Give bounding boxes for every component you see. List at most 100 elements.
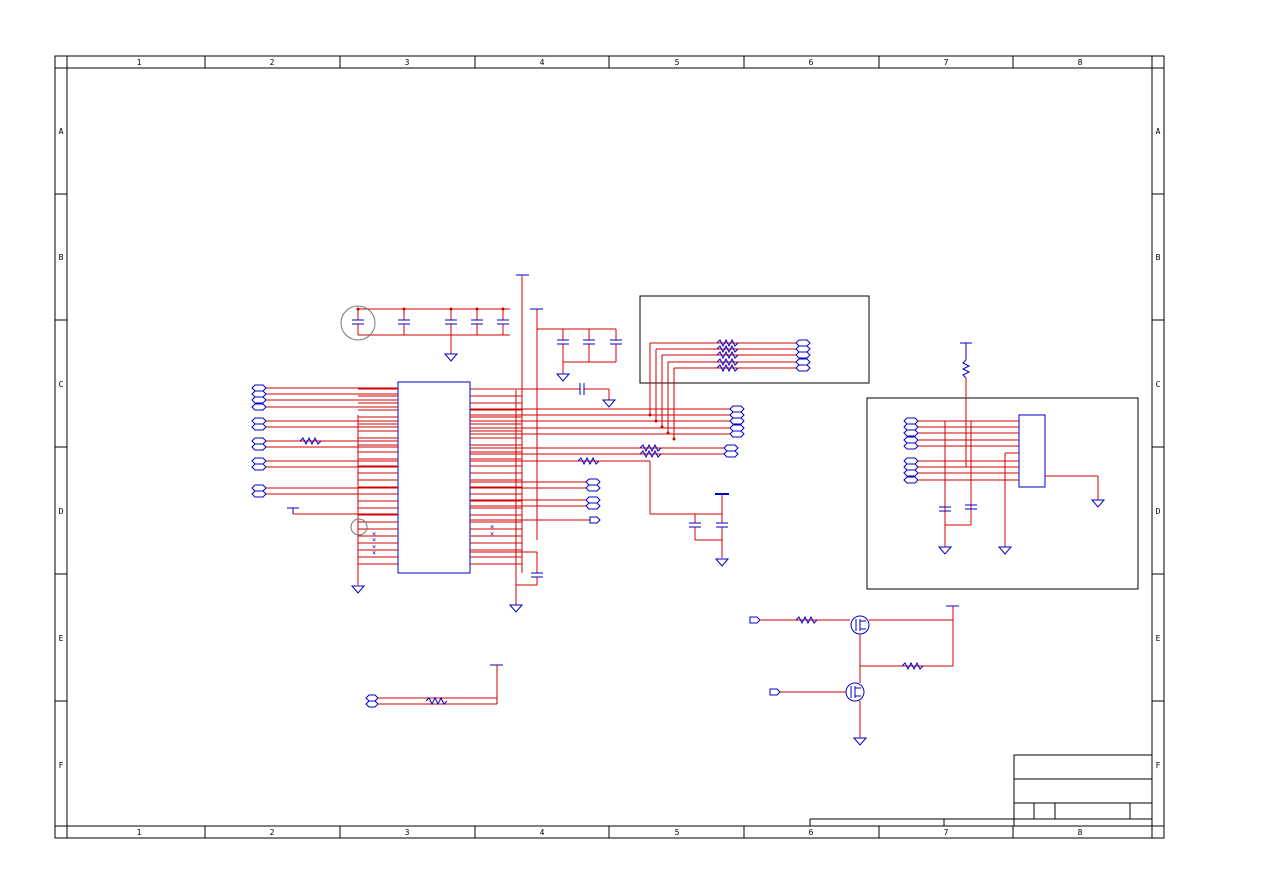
ground-symbol-top-caps — [443, 353, 459, 362]
right-short-port-3 — [585, 502, 601, 510]
right-port-connectors — [585, 405, 745, 524]
port-pullup-2 — [365, 700, 379, 708]
right-short-port-2 — [585, 496, 601, 504]
zone-col-6-bottom: 6 — [809, 828, 814, 837]
rarray-port-3 — [795, 358, 811, 366]
zone-col-8-top: 8 — [1078, 58, 1083, 67]
right-short-port-0 — [585, 478, 601, 486]
ground-symbol-sensor-right — [1090, 499, 1106, 508]
row-labels-left: A B C D E F — [59, 127, 64, 770]
right-bus-port-4 — [729, 430, 745, 438]
rarray-junction-0 — [648, 413, 652, 417]
zone-row-f-right: F — [1156, 761, 1161, 770]
sheet-frame — [54, 55, 1165, 839]
left-bus-and-ground: ×××× — [287, 415, 398, 594]
zone-row-d-right: D — [1156, 507, 1161, 516]
zone-col-7-top: 7 — [944, 58, 949, 67]
zone-row-a-left: A — [59, 127, 64, 136]
connector-block-box — [639, 295, 870, 384]
left-port-8 — [251, 457, 267, 465]
ground-symbol-ic-bottom — [508, 604, 524, 613]
left-signal-wires — [266, 387, 398, 495]
zone-col-1-bottom: 1 — [137, 828, 142, 837]
ground-symbol-d6 — [714, 558, 730, 567]
top-cap-junction-4 — [501, 307, 505, 311]
sensor-port-7 — [903, 469, 919, 477]
ground-symbol-left — [350, 585, 366, 594]
zone-row-c-left: C — [59, 380, 64, 389]
zone-col-5-top: 5 — [675, 58, 680, 67]
right-signal-wires — [470, 408, 730, 521]
port-mosfet-gate-top — [749, 616, 761, 624]
ground-symbol-bypass — [601, 399, 617, 408]
left-port-5 — [251, 423, 267, 431]
ground-symbol-sensor-mid — [997, 546, 1013, 555]
rarray-resistor-0 — [716, 338, 739, 348]
top-cap-junction-1 — [402, 307, 406, 311]
left-series-resistor — [299, 436, 322, 446]
left-port-4 — [251, 417, 267, 425]
zone-row-b-left: B — [59, 253, 64, 262]
no-connect-left-2: × — [372, 543, 376, 551]
top-cap-junction-3 — [475, 307, 479, 311]
sensor-port-2 — [903, 429, 919, 437]
zone-col-8-bottom: 8 — [1078, 828, 1083, 837]
row-labels-right: A B C D E F — [1156, 127, 1161, 770]
left-port-3 — [251, 403, 267, 411]
rarray-junction-1 — [654, 419, 658, 423]
sensor-port-4 — [903, 442, 919, 450]
left-port-11 — [251, 490, 267, 498]
sensor-port-6 — [903, 463, 919, 471]
no-connect-marks-right: ×× — [490, 523, 494, 538]
highlight-circle-pin — [350, 518, 368, 536]
supply-rails — [508, 274, 543, 613]
zone-col-3-bottom: 3 — [405, 828, 410, 837]
no-connect-right-0: × — [490, 523, 494, 531]
rarray-port-1 — [795, 345, 811, 353]
bypass-cap-right — [470, 383, 617, 408]
sensor-block-box — [866, 397, 1139, 590]
rarray-port-4 — [795, 364, 811, 372]
top-cap-junction-2 — [449, 307, 453, 311]
left-port-7 — [251, 443, 267, 451]
left-port-1 — [251, 390, 267, 398]
filter-network-d5 — [470, 456, 730, 567]
sensor-port-8 — [903, 476, 919, 484]
left-port-6 — [251, 437, 267, 445]
resistor-array — [648, 338, 811, 441]
main-ic-right-pins — [470, 388, 522, 565]
right-resistor-1 — [639, 449, 662, 459]
ic-bottom-cap — [470, 551, 543, 586]
right-resistor-0 — [639, 443, 662, 453]
rarray-resistor-3 — [716, 357, 739, 367]
column-labels-bottom: 1 2 3 4 5 6 7 8 — [137, 828, 1083, 837]
zone-col-3-top: 3 — [405, 58, 410, 67]
mosfet-switch — [749, 605, 959, 746]
capacitor-cluster-c4 — [537, 328, 622, 382]
decoupling-capacitors-top — [340, 305, 510, 362]
zone-col-4-bottom: 4 — [540, 828, 545, 837]
port-pullup-1 — [365, 694, 379, 702]
zone-col-1-top: 1 — [137, 58, 142, 67]
right-short-port-1 — [585, 484, 601, 492]
zone-row-e-left: E — [59, 634, 64, 643]
rarray-junction-3 — [666, 431, 670, 435]
zone-row-e-right: E — [1156, 634, 1161, 643]
top-cap-junction-0 — [356, 307, 360, 311]
title-block — [809, 754, 1153, 827]
ground-symbol-cap-cluster — [555, 373, 571, 382]
zone-row-f-left: F — [59, 761, 64, 770]
zone-row-b-right: B — [1156, 253, 1161, 262]
right-bus-port-0 — [729, 405, 745, 413]
main-ic — [397, 381, 471, 574]
port-mosfet-gate-bottom — [769, 688, 781, 696]
column-labels-top: 1 2 3 4 5 6 7 8 — [137, 58, 1083, 67]
zone-row-a-right: A — [1156, 127, 1161, 136]
sensor-port-0 — [903, 417, 919, 425]
zone-row-c-right: C — [1156, 380, 1161, 389]
zone-row-d-left: D — [59, 507, 64, 516]
no-connect-left-0: × — [372, 530, 376, 538]
sensor-port-1 — [903, 423, 919, 431]
ground-symbol-mosfet — [852, 737, 868, 746]
